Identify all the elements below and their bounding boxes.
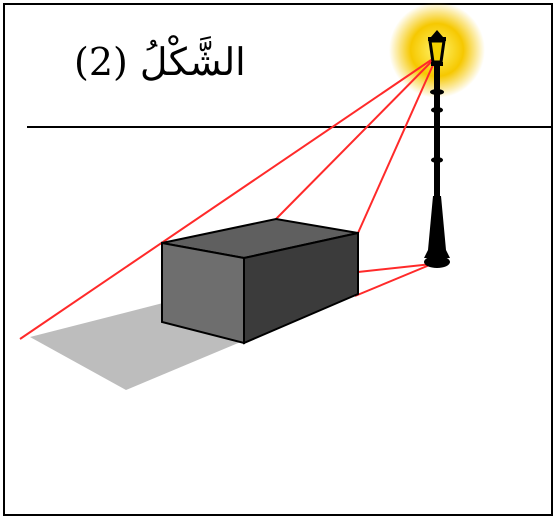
street-lamp-icon [424,30,450,268]
base-ray-lower [354,263,433,297]
ray-to-shadow-corner [19,55,438,340]
ray-to-box-right-top [357,55,438,234]
base-ray-upper [357,263,433,273]
box [161,217,359,345]
ray-to-box-back-top [275,55,438,220]
light-rays [19,55,438,340]
box-side-face [243,231,359,345]
figure-caption: الشَّكْلُ (2) [74,40,246,84]
